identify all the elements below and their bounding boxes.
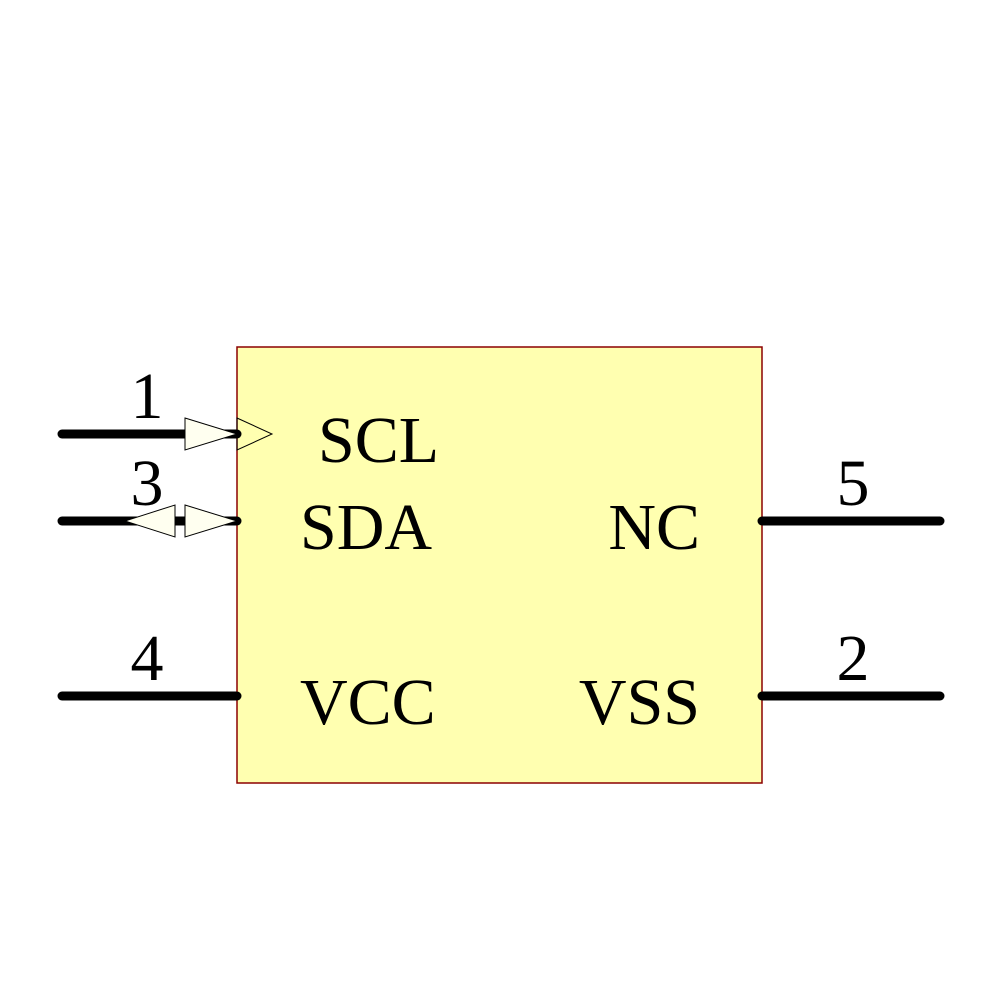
pin-3-sda[interactable]: 3 SDA <box>57 447 432 564</box>
pin-4-vcc[interactable]: 4 VCC <box>57 622 436 739</box>
pin-1-scl[interactable]: 1 SCL <box>57 360 439 477</box>
pin-5-nc[interactable]: 5 NC <box>608 447 945 564</box>
pin-number: 1 <box>131 360 164 433</box>
pin-name: NC <box>608 491 700 564</box>
pin-name: VCC <box>300 666 436 739</box>
clock-triangle-icon <box>236 417 274 451</box>
pin-number: 5 <box>837 447 870 520</box>
component-body[interactable] <box>236 346 763 784</box>
pin-name: VSS <box>579 666 700 739</box>
pin-number: 4 <box>131 622 164 695</box>
pin-number: 2 <box>837 622 870 695</box>
pin-number: 3 <box>131 447 164 520</box>
pin-name: SDA <box>300 491 432 564</box>
pin-2-vss[interactable]: 2 VSS <box>579 622 945 739</box>
input-arrow-icon <box>184 504 239 538</box>
output-arrow-icon <box>123 504 176 538</box>
input-arrow-icon <box>184 417 239 451</box>
pin-name: SCL <box>318 404 439 477</box>
